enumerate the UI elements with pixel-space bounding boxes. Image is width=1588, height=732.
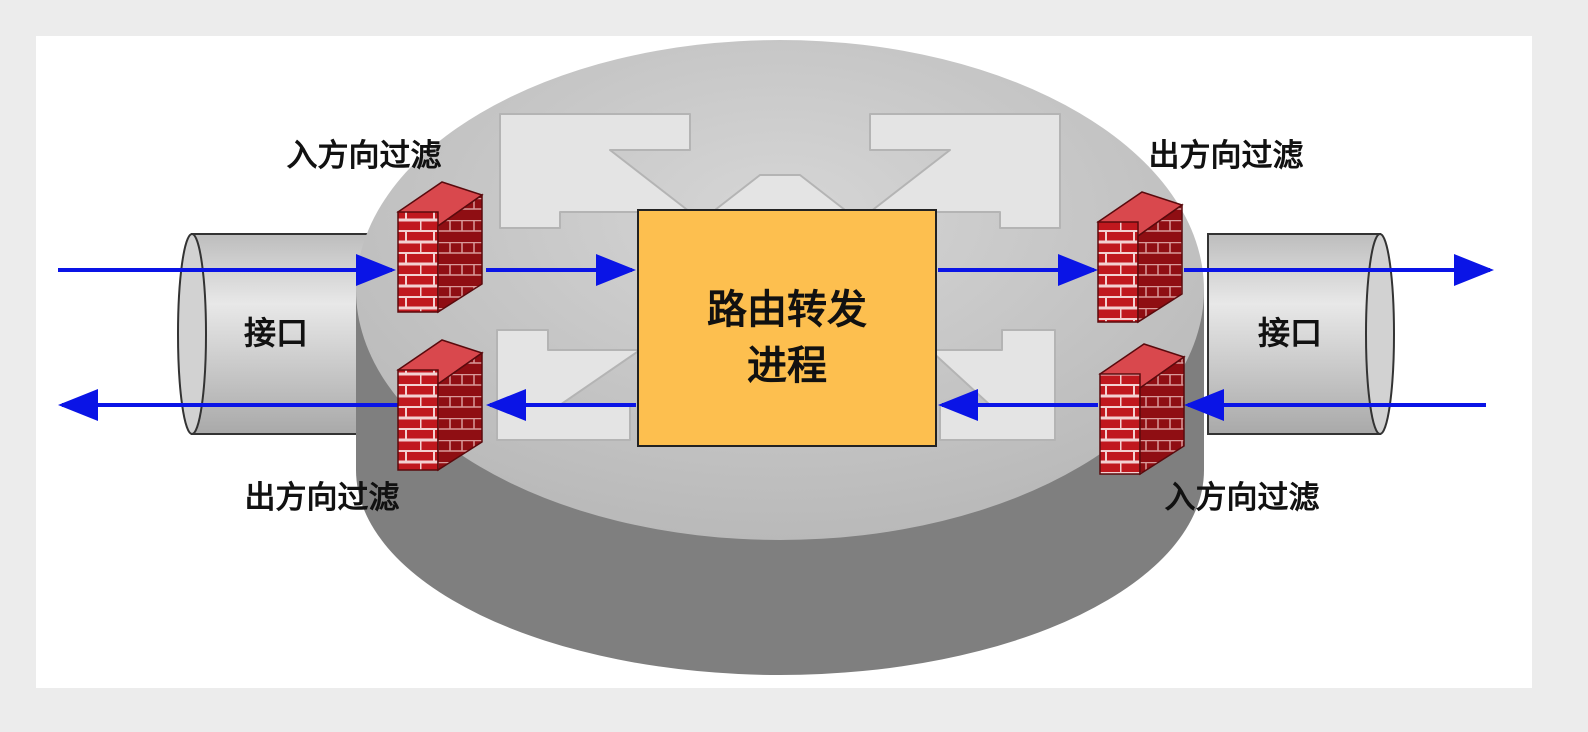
right-interface-tube — [1207, 233, 1395, 435]
label-right-inbound-filter: 入方向过滤 — [1165, 480, 1320, 516]
firewall-left-top-icon — [396, 181, 484, 314]
label-right-outbound-filter: 出方向过滤 — [1149, 138, 1304, 174]
label-left-outbound-filter: 出方向过滤 — [245, 480, 400, 516]
firewall-left-bottom-icon — [396, 339, 484, 472]
left-interface-label: 接口 — [244, 314, 308, 352]
routing-process-box: 路由转发 进程 — [637, 209, 937, 447]
left-interface-tube — [177, 233, 369, 435]
routing-process-line2: 进程 — [747, 343, 827, 389]
label-left-inbound-filter: 入方向过滤 — [287, 138, 442, 174]
flow-arrows — [58, 254, 1494, 421]
firewall-right-bottom-icon — [1098, 343, 1186, 476]
firewall-right-top-icon — [1096, 191, 1184, 324]
right-interface-label: 接口 — [1258, 314, 1322, 352]
routing-process-line1: 路由转发 — [707, 287, 867, 333]
